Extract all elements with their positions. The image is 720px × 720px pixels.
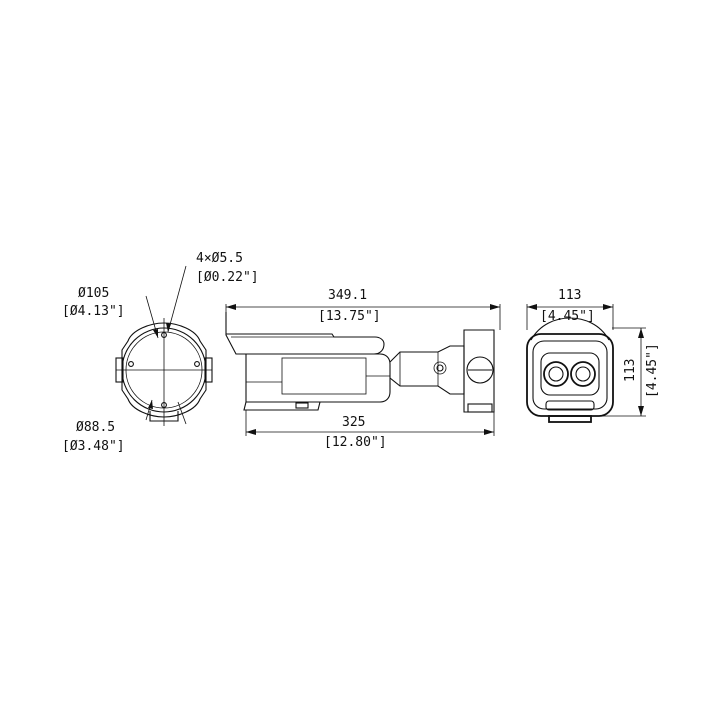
bottom-port [295, 402, 309, 409]
overall-length-mm: 349.1 [328, 288, 367, 303]
front-base [548, 415, 592, 423]
mount-hole [161, 402, 167, 408]
bolt-circle-in: [Ø3.48"] [62, 439, 125, 454]
side-view [225, 304, 501, 436]
arrow [603, 304, 613, 310]
thermal-lens-inner [548, 366, 564, 382]
arrow [638, 328, 644, 338]
outer-diameter-mm: Ø105 [78, 286, 109, 301]
body-length-mm: 325 [342, 415, 365, 430]
arrow [153, 329, 158, 338]
leader-holes [167, 265, 187, 333]
front-bezel [532, 340, 608, 410]
mount-hole [194, 361, 200, 367]
front-width-mm: 113 [558, 288, 581, 303]
arrow [490, 304, 500, 310]
mount-base [463, 329, 495, 413]
front-housing [526, 333, 614, 417]
back-view [115, 265, 213, 426]
holes-in: [Ø0.22"] [196, 270, 259, 285]
front-height-in: [4.45"] [645, 343, 660, 398]
arrow [226, 304, 236, 310]
front-sun-shield [530, 317, 610, 341]
arrow [148, 400, 153, 409]
mount-knob [466, 356, 494, 384]
arrow [638, 406, 644, 416]
arrow [484, 429, 494, 435]
thermal-lens [543, 361, 569, 387]
mount-hole [161, 332, 167, 338]
leader-tail [177, 401, 187, 425]
holes-mm: 4×Ø5.5 [196, 251, 243, 266]
front-lens-window [540, 352, 600, 396]
mount-hole [128, 361, 134, 367]
back-view-housing [121, 322, 207, 418]
front-bottom-bar [545, 400, 595, 411]
front-height-mm: 113 [623, 359, 638, 382]
bracket-arm [389, 345, 465, 395]
front-width-in: [4.45"] [540, 309, 595, 324]
camera-body [245, 353, 391, 403]
arm-screw [436, 364, 444, 372]
visible-lens [570, 361, 596, 387]
arm-screw-ring [433, 361, 447, 375]
mount-base-foot [467, 403, 493, 413]
body-bottom-rim [243, 401, 321, 411]
overall-length-in: [13.75"] [318, 309, 381, 324]
arrow [166, 323, 171, 332]
arrow [246, 429, 256, 435]
body-length-in: [12.80"] [324, 435, 387, 450]
outer-diameter-in: [Ø4.13"] [62, 304, 125, 319]
front-view [526, 304, 646, 423]
arrow [527, 304, 537, 310]
bolt-circle-mm: Ø88.5 [76, 420, 115, 435]
visible-lens-inner [575, 366, 591, 382]
body-panel [281, 357, 367, 395]
